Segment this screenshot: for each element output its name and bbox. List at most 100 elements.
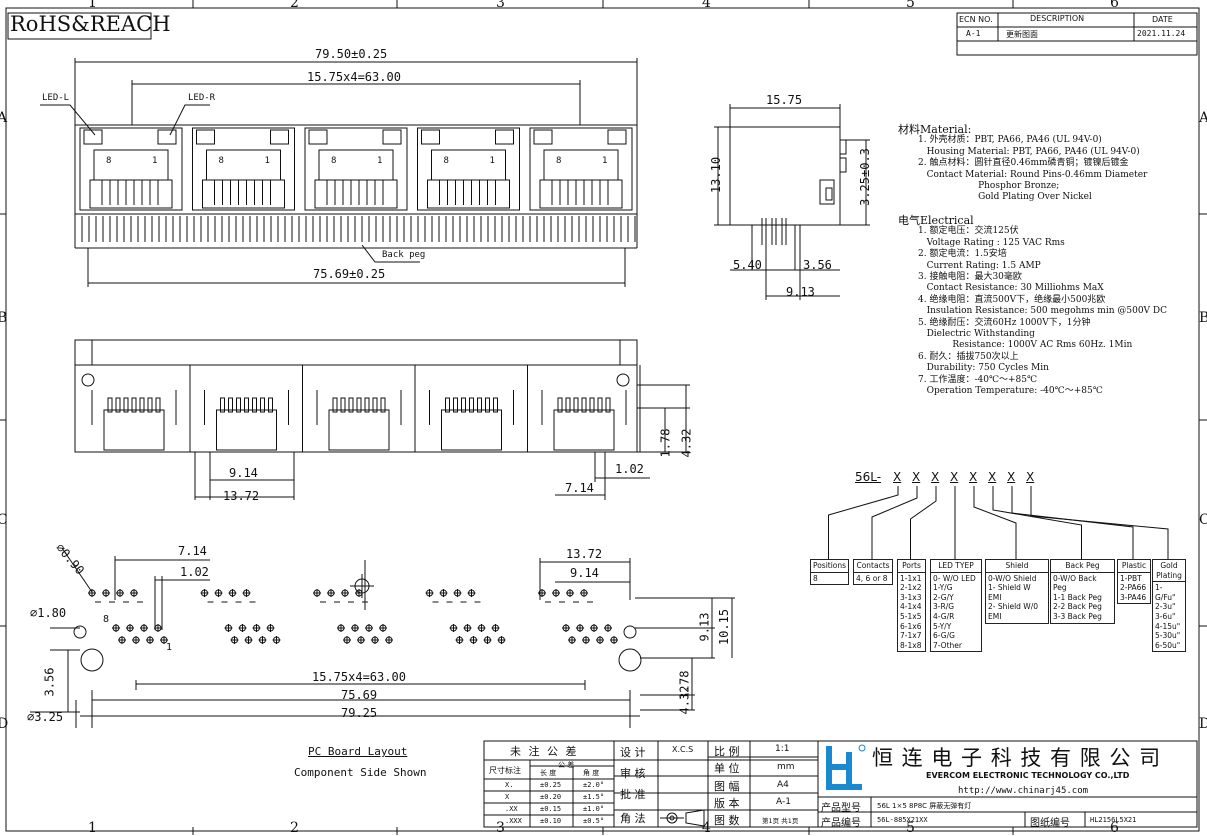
part-code-option: 2-1x2 xyxy=(900,583,922,593)
dimension-label: 5.40 xyxy=(733,258,762,272)
tolerance-col: 角 度 xyxy=(583,769,600,777)
electrical-note-line: 3. 接触电阻：最大30毫欧 xyxy=(918,272,1022,283)
tolerance-angle: ±1.0° xyxy=(583,805,605,813)
front-view xyxy=(40,58,638,287)
part-code-slot: X xyxy=(912,470,921,484)
ecn-cell: 2021.11.24 xyxy=(1137,29,1186,38)
electrical-note-line: Voltage Rating : 125 VAC Rms xyxy=(918,237,1065,248)
part-code-option: 0-W/O Shield xyxy=(988,573,1037,583)
pin-label: 8 xyxy=(556,156,562,166)
pin-label: 8 xyxy=(103,614,110,625)
dimension-label: 9.13 xyxy=(697,612,712,642)
part-code-option: 4-15u" xyxy=(1155,621,1181,631)
dimension-label: 1.02 xyxy=(180,565,209,579)
tolerance-label: 尺寸标注 xyxy=(489,766,521,775)
company-name-en: EVERCOM ELECTRONIC TECHNOLOGY CO.,LTD xyxy=(926,771,1130,780)
zone-number: 4 xyxy=(702,0,711,11)
part-code-box-title: LED TYEP xyxy=(931,560,981,573)
tolerance-angle: ±1.5° xyxy=(583,793,605,801)
ecn-header: ECN NO. xyxy=(959,15,993,24)
part-code-box-title: Positions xyxy=(811,560,848,573)
part-code-option: 1- Shield W EMI xyxy=(988,583,1031,602)
tolerance-header: 未 注 公 差 xyxy=(510,745,579,758)
zone-letter: C xyxy=(1199,512,1207,528)
material-note-line: Contact Material: Round Pins-0.46mm Diam… xyxy=(918,169,1148,180)
tolerance-length: ±0.15 xyxy=(540,805,562,813)
electrical-note-line: 2. 额定电流：1.5安培 xyxy=(918,249,1007,260)
dimension-label: 75.69 xyxy=(341,688,378,702)
tolerance-angle: ±2.0° xyxy=(583,781,605,789)
sheets-value: 第1页 共1页 xyxy=(762,817,799,825)
part-code-option: 0- W/O LED xyxy=(933,573,976,583)
pin-label: 8 xyxy=(106,156,112,166)
dimension-label: 79.50±0.25 xyxy=(315,47,388,61)
part-code-option: 0-W/O Back Peg xyxy=(1053,573,1097,593)
tolerance-angle: ±0.5° xyxy=(583,817,605,825)
electrical-note-line: Resistance: 1000V AC Rms 60Hz. 1Min xyxy=(918,340,1133,351)
part-code-box-title: Contacts xyxy=(854,560,892,573)
part-code-slot: X xyxy=(931,470,940,484)
part-code-option: 3-PA46 xyxy=(1120,592,1147,602)
part-code-box-body: 4, 6 or 8 xyxy=(854,573,892,585)
part-code-box-title: Shield xyxy=(986,560,1048,573)
part-code-option: 4-1x4 xyxy=(900,602,922,612)
part-code-prefix: 56L- xyxy=(855,470,882,484)
tolerance-row-label: X. xyxy=(505,781,514,789)
dimension-label: 3.25±0.3 xyxy=(857,148,872,206)
sheets-label: 图 数 xyxy=(714,814,740,827)
drawing-number-label: 图纸编号 xyxy=(1030,818,1070,829)
dimension-label: 1.78 xyxy=(658,428,673,458)
electrical-note-line: Durability: 750 Cycles Min xyxy=(918,363,1049,374)
dimension-label: 7.14 xyxy=(565,481,594,495)
part-code-option: 6-1x6 xyxy=(900,621,922,631)
pin-label: 1 xyxy=(377,156,383,166)
dimension-label: ⌀1.80 xyxy=(30,606,67,620)
zone-number: 4 xyxy=(702,820,711,836)
zone-number: 5 xyxy=(906,0,915,11)
electrical-note-line: Current Rating: 1.5 AMP xyxy=(918,260,1041,271)
zone-letter: D xyxy=(1199,716,1207,732)
electrical-note-line: 7. 工作温度：-40℃～+85℃ xyxy=(918,374,1038,385)
ecn-cell: 更新图面 xyxy=(1006,30,1038,39)
part-code-option: 2-PA66 xyxy=(1120,583,1147,593)
designer: X.C.S xyxy=(672,745,694,754)
part-code-option: 3-R/G xyxy=(933,602,955,612)
model-value: 56L 1×5 8P8C 屏蔽无弹有灯 xyxy=(877,802,972,810)
electrical-note-line: 4. 绝缘电阻：直流500V下，绝缘最小500兆欧 xyxy=(918,294,1106,305)
company-url: http://www.chinarj45.com xyxy=(958,786,1089,796)
dimension-label: 4.32 xyxy=(679,428,694,458)
unit-label: 单 位 xyxy=(714,762,740,775)
zone-letter: B xyxy=(0,310,8,326)
led-left-label: LED-L xyxy=(42,93,70,103)
dimension-label: 15.75x4=63.00 xyxy=(307,70,401,84)
design-label: 设 计 xyxy=(620,746,646,759)
dimension-label: 79.25 xyxy=(341,706,378,720)
part-code-slot: X xyxy=(1026,470,1035,484)
zone-letter: B xyxy=(1199,310,1207,326)
part-code-option: 2-G/Y xyxy=(933,592,954,602)
electrical-note-line: Dielectric Withstanding xyxy=(918,329,1035,340)
pcb-layout xyxy=(30,547,735,728)
electrical-note-line: 5. 绝缘耐压：交流60Hz 1000V下，1分钟 xyxy=(918,317,1091,328)
zone-letter: C xyxy=(0,512,8,528)
part-code-option: 7-Other xyxy=(933,640,962,650)
pin-label: 8 xyxy=(443,156,449,166)
material-note-line: Housing Material: PBT, PA66, PA46 (UL 94… xyxy=(918,146,1140,157)
model-label: 产品型号 xyxy=(821,803,861,814)
tolerance-row-label: .XX xyxy=(505,805,518,813)
tolerance-length: ±0.25 xyxy=(540,781,562,789)
pin-label: 1 xyxy=(166,642,173,653)
part-code-option: 5-1x5 xyxy=(900,611,922,621)
part-code-option: 3-3 Back Peg xyxy=(1053,611,1102,621)
led-right-label: LED-R xyxy=(188,93,216,103)
